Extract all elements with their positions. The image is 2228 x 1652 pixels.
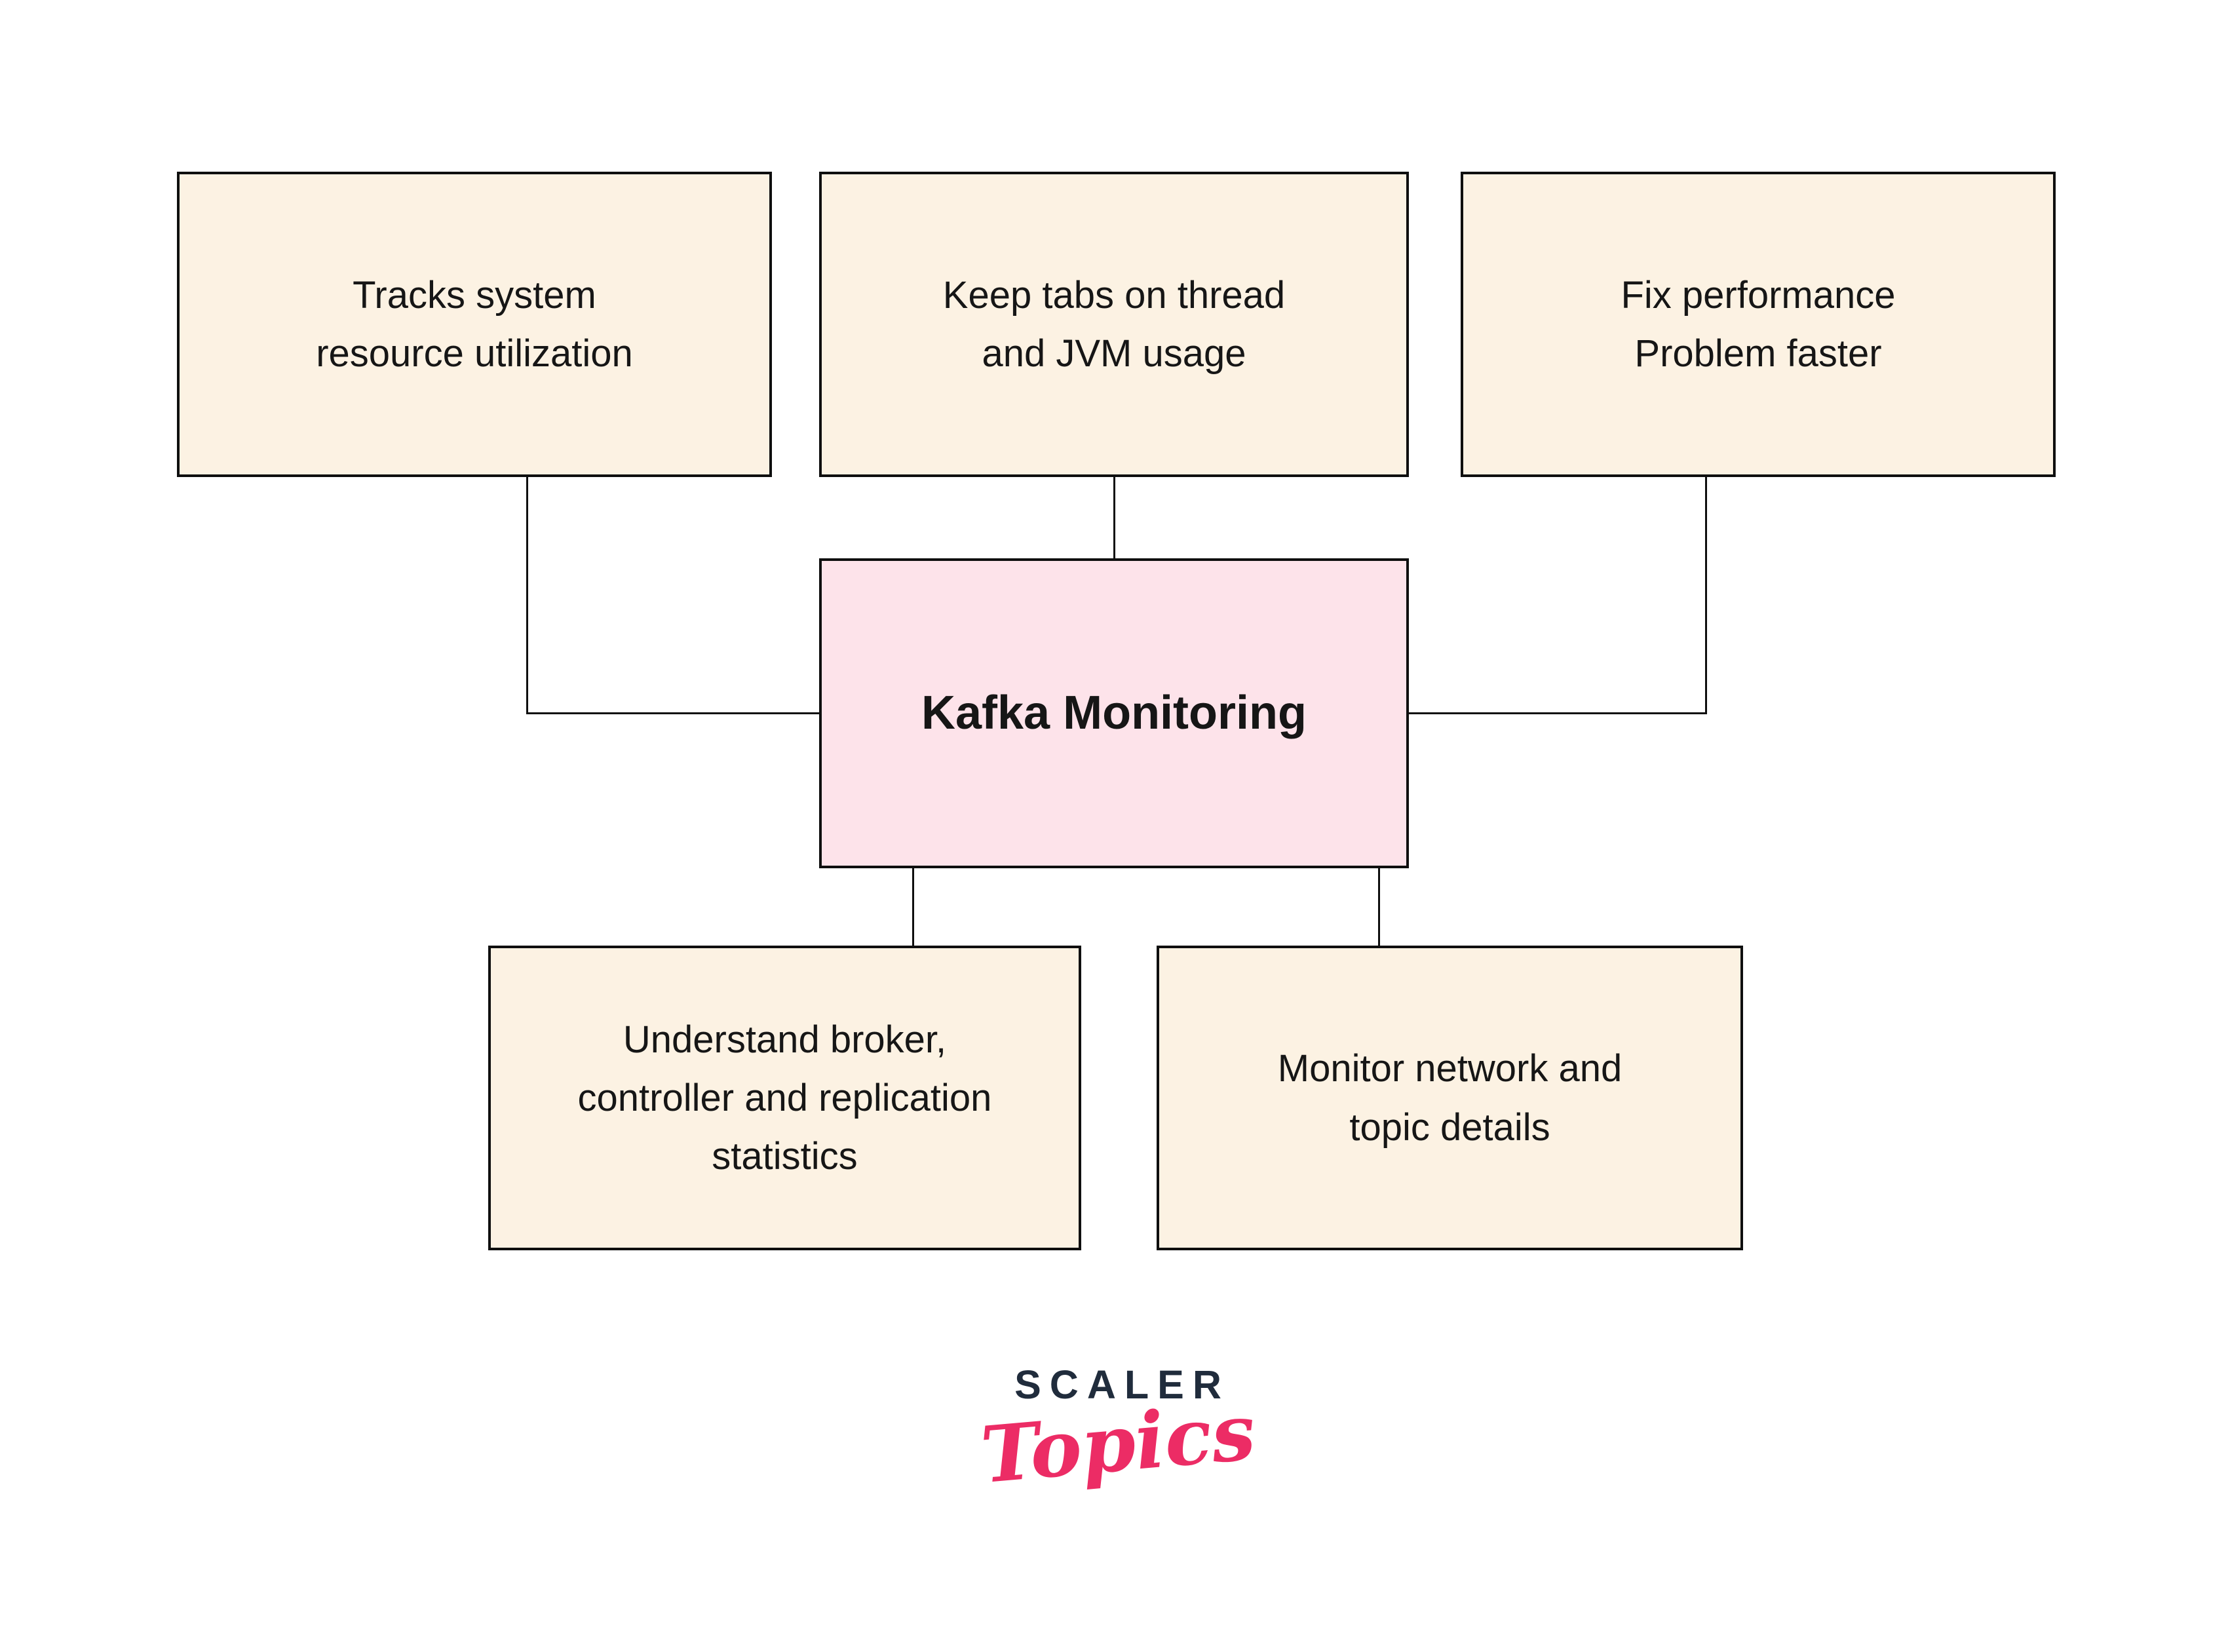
- connector-performance-vertical: [1705, 476, 1707, 714]
- center-node-label: Kafka Monitoring: [921, 687, 1307, 740]
- node-text-line: topic details: [1349, 1105, 1550, 1149]
- connector-tracks-vertical: [526, 476, 528, 714]
- connector-network-vertical: [1378, 866, 1380, 947]
- node-text: Fix performance Problem faster: [1621, 266, 1895, 383]
- connector-tracks-horizontal: [528, 712, 820, 714]
- node-text-line: Tracks system: [353, 273, 596, 317]
- node-text-line: resource utilization: [316, 332, 633, 375]
- node-text-line: controller and replication: [577, 1076, 992, 1119]
- node-fix-performance-faster: Fix performance Problem faster: [1461, 172, 2056, 477]
- node-text-line: statistics: [712, 1135, 858, 1178]
- connector-broker-vertical: [912, 866, 914, 947]
- node-understand-broker-stats: Understand broker, controller and replic…: [488, 946, 1081, 1250]
- node-text-line: Problem faster: [1634, 332, 1882, 375]
- node-text-line: Fix performance: [1621, 273, 1896, 317]
- node-text-line: Monitor network and: [1277, 1047, 1623, 1090]
- topics-wordmark-text: Topics: [977, 1386, 1259, 1501]
- node-text: Monitor network and topic details: [1278, 1039, 1622, 1157]
- node-text-line: Understand broker,: [623, 1018, 947, 1061]
- connector-performance-horizontal: [1408, 712, 1707, 714]
- node-text-line: Keep tabs on thread: [942, 273, 1286, 317]
- node-keep-tabs-thread-jvm: Keep tabs on thread and JVM usage: [819, 172, 1409, 477]
- node-tracks-system-resource: Tracks system resource utilization: [177, 172, 772, 477]
- scaler-topics-logo: SCALER Topics: [977, 1362, 1258, 1501]
- connector-thread-vertical: [1113, 476, 1115, 560]
- scaler-brand-text: SCALER: [1014, 1362, 1230, 1407]
- node-kafka-monitoring: Kafka Monitoring: [819, 558, 1409, 868]
- node-monitor-network-topic: Monitor network and topic details: [1157, 946, 1743, 1250]
- node-text: Understand broker, controller and replic…: [578, 1010, 992, 1186]
- node-text: Keep tabs on thread and JVM usage: [943, 266, 1285, 383]
- node-text: Tracks system resource utilization: [316, 266, 633, 383]
- node-text-line: and JVM usage: [982, 332, 1246, 375]
